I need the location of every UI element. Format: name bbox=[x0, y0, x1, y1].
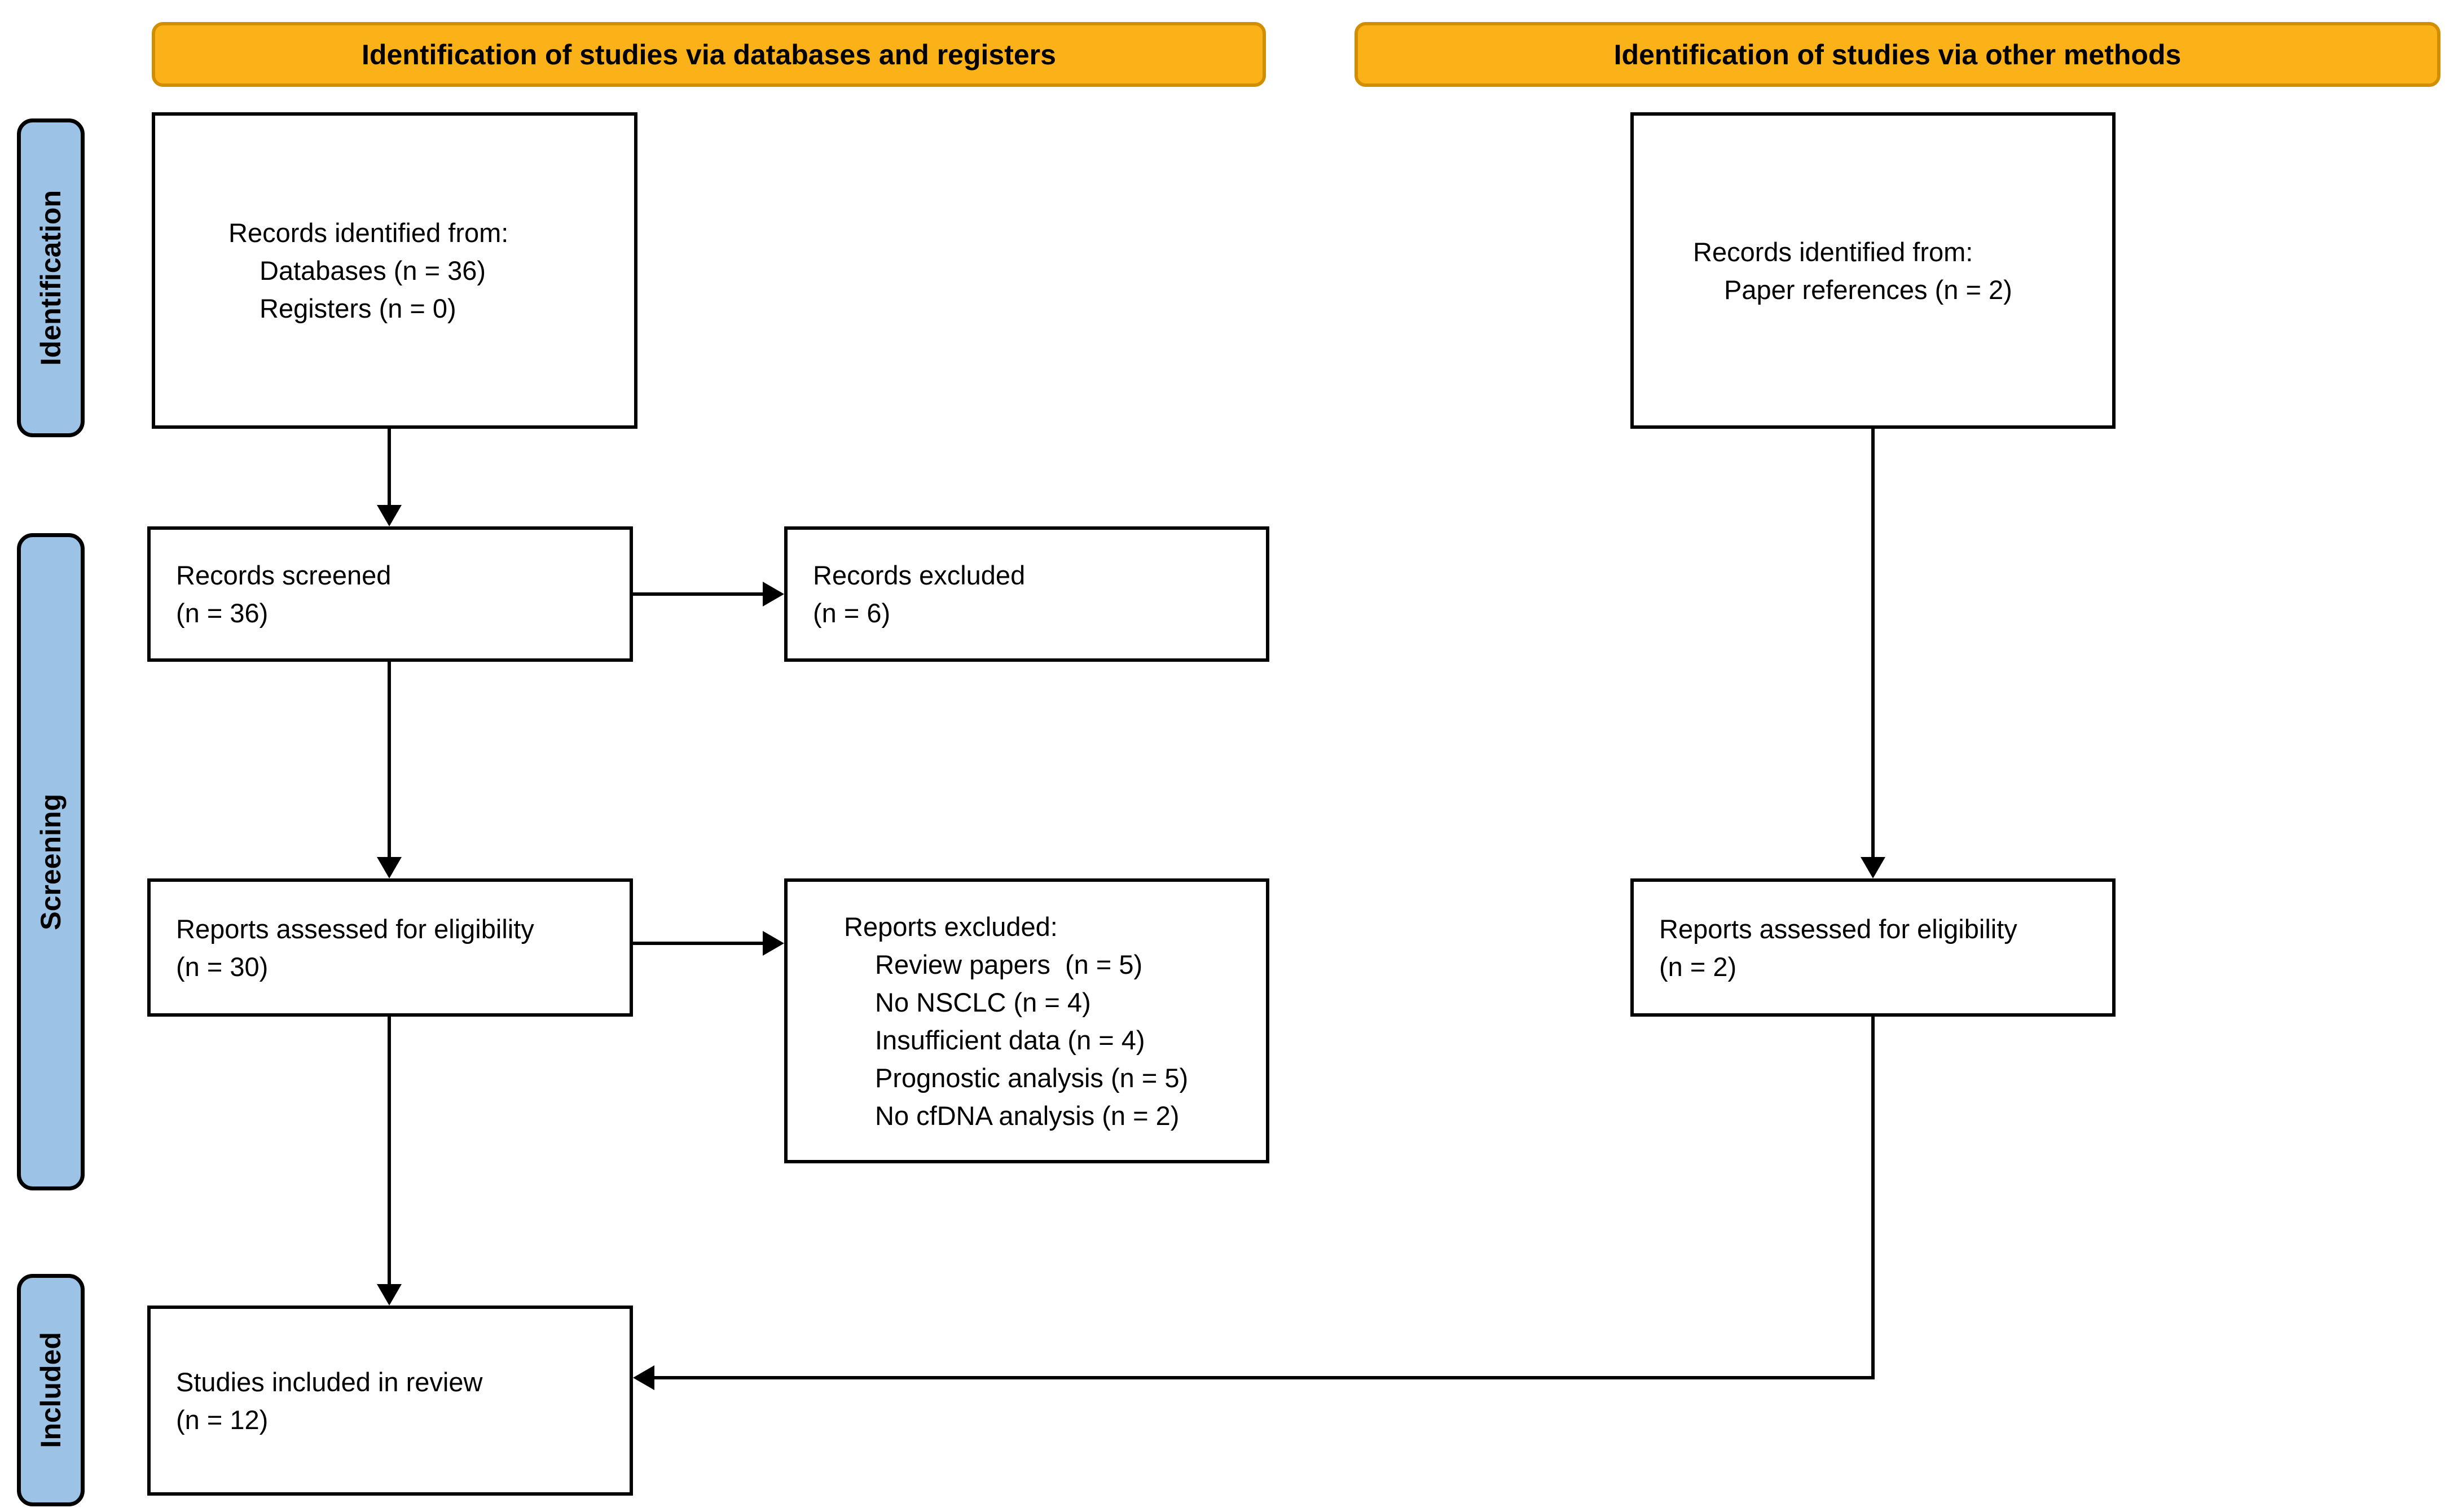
box-text-line: Reports assessed for eligibility bbox=[176, 913, 534, 944]
box-text-line: Studies included in review bbox=[176, 1366, 483, 1397]
arrow-other-assessed-to-included-horizontal bbox=[653, 1376, 1875, 1379]
stage-included-label: Included bbox=[35, 1332, 67, 1448]
banner-other-methods-label: Identification of studies via other meth… bbox=[1613, 38, 2182, 71]
box-records-identified-databases: Records identified from: Databases (n = … bbox=[152, 112, 637, 429]
arrow-screened-to-records-excluded bbox=[633, 592, 763, 596]
box-text-line: Paper references (n = 2) bbox=[1724, 274, 2012, 305]
box-text-line: Review papers (n = 5) bbox=[875, 949, 1143, 979]
box-text-line: (n = 12) bbox=[176, 1404, 269, 1435]
arrowhead-down-icon bbox=[377, 857, 402, 878]
box-records-screened: Records screened (n = 36) bbox=[147, 526, 633, 662]
box-studies-included: Studies included in review (n = 12) bbox=[147, 1306, 633, 1496]
arrowhead-down-icon bbox=[1861, 857, 1885, 878]
arrowhead-left-icon bbox=[633, 1365, 654, 1390]
box-text-line: (n = 30) bbox=[176, 951, 269, 982]
arrow-other-assessed-to-included-vertical bbox=[1871, 1017, 1875, 1379]
banner-other-methods: Identification of studies via other meth… bbox=[1355, 22, 2440, 87]
box-records-excluded: Records excluded (n = 6) bbox=[784, 526, 1269, 662]
stage-screening-label: Screening bbox=[35, 793, 67, 930]
stage-included: Included bbox=[17, 1274, 85, 1506]
arrowhead-right-icon bbox=[763, 931, 784, 956]
stage-identification: Identification bbox=[17, 118, 85, 437]
arrow-identified-to-screened bbox=[388, 429, 391, 507]
box-text-line: Records screened bbox=[176, 560, 392, 590]
arrowhead-right-icon bbox=[763, 582, 784, 606]
box-text-line: (n = 2) bbox=[1659, 951, 1737, 982]
box-text-line: Databases (n = 36) bbox=[260, 256, 486, 285]
box-text-line: (n = 6) bbox=[813, 598, 891, 628]
box-text-line: No cfDNA analysis (n = 2) bbox=[875, 1100, 1180, 1131]
box-records-identified-other: Records identified from: Paper reference… bbox=[1630, 112, 2116, 429]
box-text-line: No NSCLC (n = 4) bbox=[875, 987, 1091, 1017]
arrowhead-down-icon bbox=[377, 505, 402, 526]
arrow-assessed-to-reports-excluded bbox=[633, 942, 763, 945]
box-text-line: (n = 36) bbox=[176, 598, 269, 628]
banner-databases-registers-label: Identification of studies via databases … bbox=[362, 38, 1056, 71]
arrow-other-identified-to-assessed bbox=[1871, 429, 1875, 859]
box-text-line: Reports assessed for eligibility bbox=[1659, 913, 2017, 944]
box-reports-assessed-databases: Reports assessed for eligibility (n = 30… bbox=[147, 878, 633, 1017]
stage-screening: Screening bbox=[17, 533, 85, 1190]
arrow-assessed-to-included bbox=[388, 1017, 391, 1286]
box-reports-excluded: Reports excluded: Review papers (n = 5) … bbox=[784, 878, 1269, 1163]
arrow-screened-to-assessed bbox=[388, 662, 391, 859]
banner-databases-registers: Identification of studies via databases … bbox=[152, 22, 1266, 87]
stage-identification-label: Identification bbox=[35, 190, 67, 366]
box-text-line: Records identified from: bbox=[228, 218, 509, 248]
box-text-line: Insufficient data (n = 4) bbox=[875, 1025, 1145, 1055]
box-text-line: Records identified from: bbox=[1693, 236, 1973, 267]
box-text-line: Prognostic analysis (n = 5) bbox=[875, 1062, 1189, 1093]
box-text-line: Reports excluded: bbox=[844, 911, 1058, 942]
arrowhead-down-icon bbox=[377, 1284, 402, 1306]
box-reports-assessed-other: Reports assessed for eligibility (n = 2) bbox=[1630, 878, 2116, 1017]
box-text-line: Records excluded bbox=[813, 560, 1026, 590]
box-text-line: Registers (n = 0) bbox=[260, 293, 456, 323]
